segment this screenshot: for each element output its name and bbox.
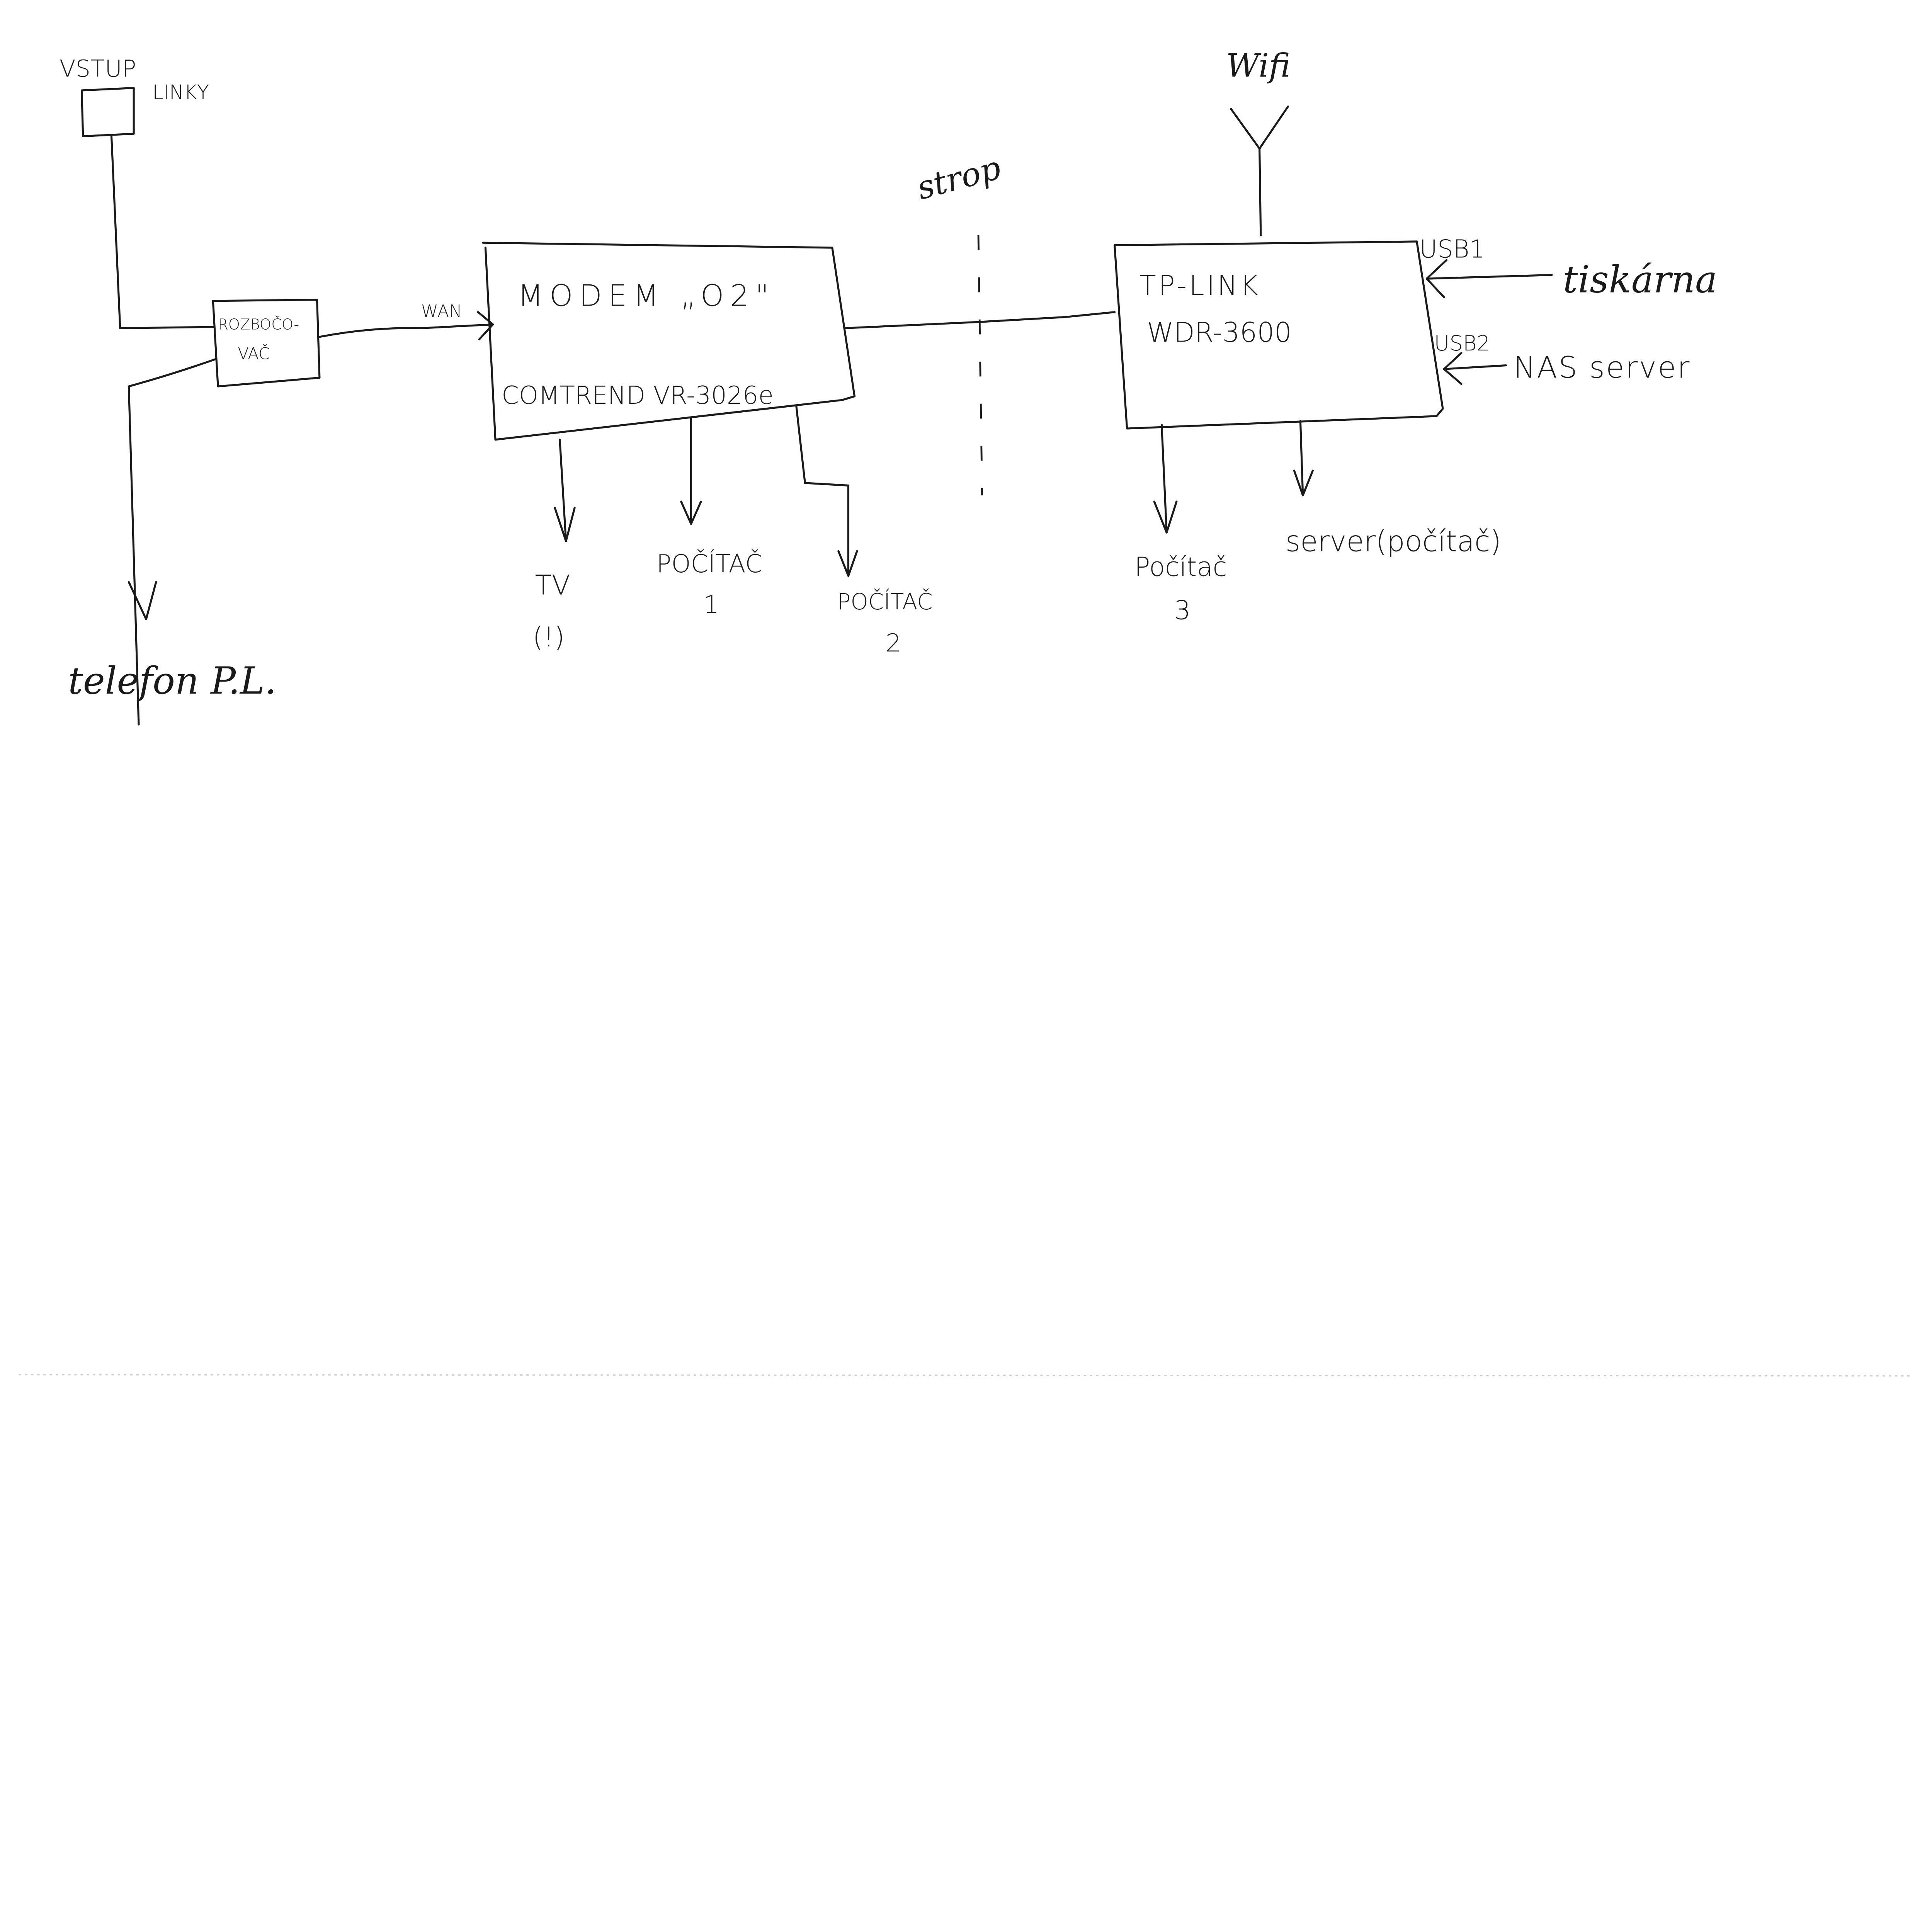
usb1-label: USB1 bbox=[1419, 235, 1485, 264]
router-model: WDR-3600 bbox=[1147, 317, 1292, 349]
splitter: ROZBOČO- VAČ telefon P.L. bbox=[68, 299, 494, 726]
splitter-label-2: VAČ bbox=[238, 344, 270, 363]
splitter-label-1: ROZBOČO- bbox=[218, 315, 299, 333]
modem-model: COMTREND VR-3026e bbox=[502, 381, 774, 410]
wan-arrow-head bbox=[477, 311, 494, 340]
pc1-sublabel: 1 bbox=[704, 591, 719, 619]
usb2-label: USB2 bbox=[1434, 331, 1490, 355]
modem: WAN MODEM „O2" COMTREND VR-3026e TV (!) … bbox=[421, 242, 933, 658]
usb2-device-label: NAS server bbox=[1514, 351, 1691, 385]
phone-wire bbox=[128, 358, 217, 726]
phone-label: telefon P.L. bbox=[68, 659, 276, 702]
modem-to-router-wire bbox=[844, 311, 1116, 329]
pc3-label: Počítač bbox=[1134, 552, 1227, 582]
server-label: server(počítač) bbox=[1286, 525, 1501, 558]
page-edge-line bbox=[19, 1374, 1913, 1377]
line-input: VSTUP LINKY bbox=[60, 55, 214, 329]
pc2-label: POČÍTAČ bbox=[837, 588, 933, 615]
pc3-sublabel: 3 bbox=[1174, 595, 1190, 626]
usb1-device-label: tiskárna bbox=[1563, 258, 1718, 301]
splitter-box bbox=[212, 299, 321, 388]
splitter-to-modem-wire bbox=[318, 323, 494, 338]
pc2-sublabel: 2 bbox=[886, 629, 901, 658]
pc2-wire bbox=[795, 405, 858, 577]
usb1-arrow bbox=[1425, 259, 1553, 298]
phone-arrow-head bbox=[128, 581, 157, 621]
tv-wire bbox=[554, 439, 576, 543]
tv-sublabel: (!) bbox=[532, 621, 565, 653]
pc1-wire bbox=[680, 417, 702, 525]
usb2-arrow bbox=[1443, 352, 1507, 385]
router-box bbox=[1114, 240, 1444, 430]
ceiling-line bbox=[977, 235, 983, 496]
input-socket-box bbox=[80, 87, 135, 138]
tv-label: TV bbox=[535, 569, 570, 601]
ceiling-label: strop bbox=[913, 149, 1005, 207]
wifi-antenna-icon bbox=[1230, 105, 1289, 236]
network-diagram: VSTUP LINKY ROZBOČO- VAČ telefon P.L. WA… bbox=[19, 47, 1913, 1377]
router: Wifi TP-LINK WDR-3600 USB1 tiskárna USB2… bbox=[1114, 47, 1718, 626]
input-wire bbox=[110, 135, 214, 329]
wifi-label: Wifi bbox=[1226, 47, 1290, 85]
wan-label: WAN bbox=[421, 301, 462, 321]
modem-box bbox=[482, 242, 856, 441]
server-wire bbox=[1293, 420, 1314, 497]
input-label-side: LINKY bbox=[152, 81, 209, 104]
router-title: TP-LINK bbox=[1139, 270, 1260, 301]
pc1-label: POČÍTAČ bbox=[656, 549, 762, 578]
modem-title: MODEM „O2" bbox=[518, 279, 775, 313]
pc3-wire bbox=[1153, 423, 1178, 534]
input-label-top: VSTUP bbox=[60, 55, 136, 83]
